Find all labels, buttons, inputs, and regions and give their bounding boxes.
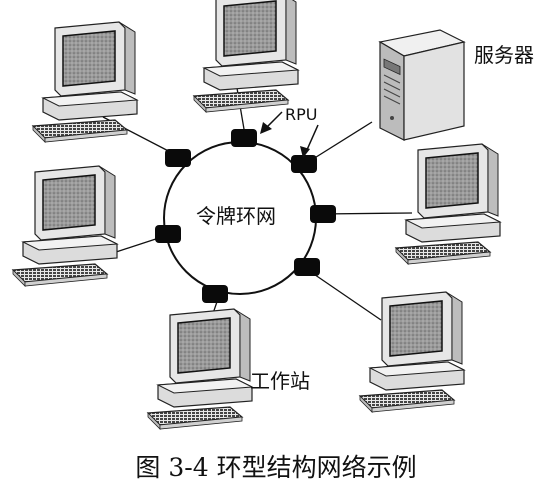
rpu-nodes — [155, 129, 336, 303]
rpu-node — [291, 155, 317, 173]
rpu-arrow — [260, 111, 319, 158]
rpu-node — [231, 129, 257, 147]
workstation-icon — [359, 291, 465, 413]
ring-network-diagram: RPU 令牌环网 服务器 工作站 — [12, 0, 534, 430]
workstation-label: 工作站 — [250, 369, 310, 393]
rpu-node — [202, 285, 228, 303]
rpu-node — [294, 258, 320, 276]
workstation-icon — [395, 143, 501, 265]
server-icon — [378, 29, 466, 141]
ring-label: 令牌环网 — [196, 204, 276, 228]
rpu-node — [165, 149, 191, 167]
workstation-icon — [193, 0, 299, 113]
server-label: 服务器 — [474, 43, 534, 67]
workstation-icon — [147, 308, 253, 430]
figure-caption: 图 3-4 环型结构网络示例 — [135, 453, 417, 482]
workstation-icon — [12, 165, 118, 287]
workstation-icon — [32, 21, 138, 143]
rpu-node — [155, 225, 181, 243]
rpu-label: RPU — [285, 105, 317, 124]
rpu-node — [310, 205, 336, 223]
